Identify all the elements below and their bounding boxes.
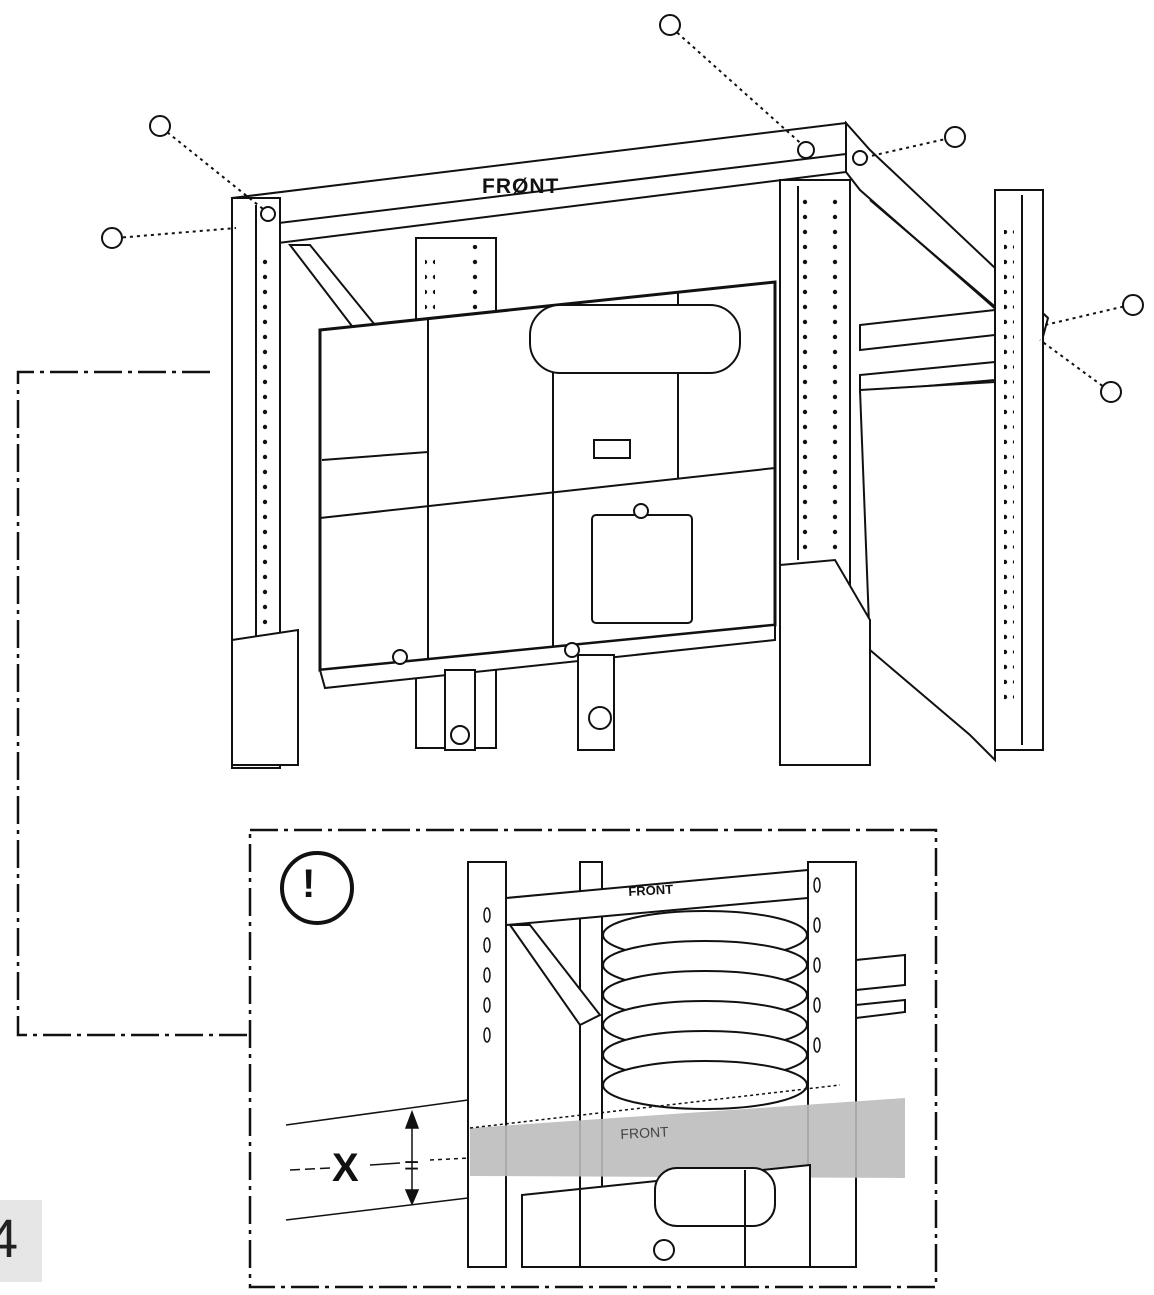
screw-icon (260, 206, 276, 222)
screw-icon (101, 227, 123, 249)
warning-exclamation: ! (302, 862, 316, 906)
front-label-detail-band: FRONT (620, 1123, 669, 1142)
screw-icon (659, 14, 681, 36)
screw-icon (1100, 381, 1122, 403)
screws (101, 14, 1144, 403)
step-number: 4 (0, 1209, 19, 1269)
access-window (591, 514, 693, 624)
screw-icon (1122, 294, 1144, 316)
callout-leader (16, 370, 250, 1037)
screw-icon (944, 126, 966, 148)
dimension-equals-label: = (404, 1150, 420, 1180)
screw-icon (852, 150, 868, 166)
right-leg (577, 654, 615, 751)
cistern-tube (529, 304, 741, 374)
bottom-rail (318, 623, 776, 690)
left-diagonal-brace (287, 244, 377, 332)
side-panel (858, 380, 996, 763)
side-rail-upper (859, 308, 996, 352)
level-band (470, 1098, 905, 1178)
front-label-main: FRØNT (482, 175, 560, 198)
warning-icon (280, 851, 354, 925)
front-label-detail-top: FRONT (628, 881, 674, 899)
right-rear-upright (994, 189, 1044, 751)
side-rail-lower (859, 360, 996, 394)
screw-icon (797, 141, 815, 159)
main-rack (230, 120, 1050, 769)
screw-icon (149, 115, 171, 137)
dimension-x-label: X (332, 1146, 359, 1190)
detail-box (248, 828, 938, 1289)
step-badge: 4 (0, 1200, 42, 1282)
